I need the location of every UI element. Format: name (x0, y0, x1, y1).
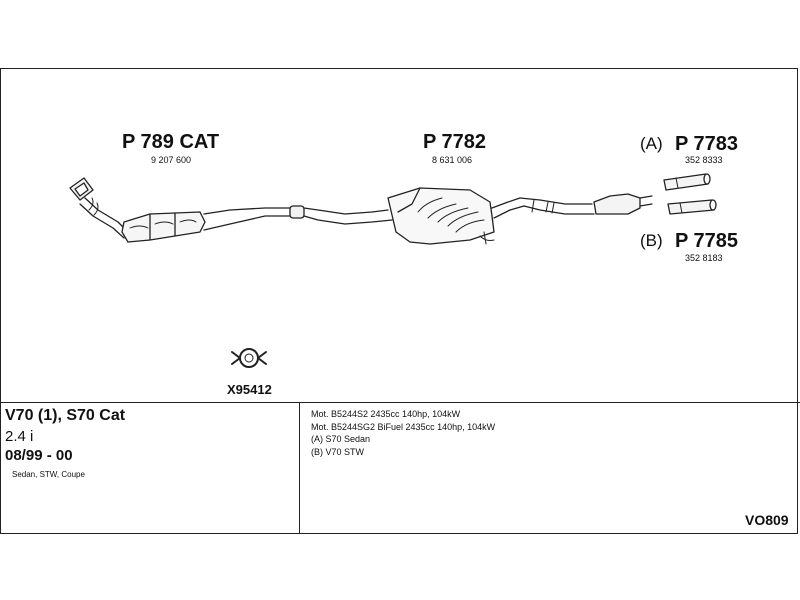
clamp-part-number[interactable]: X95412 (227, 382, 272, 397)
clamp-icon[interactable] (231, 348, 267, 368)
part-prefix-a: (A) (640, 134, 663, 153)
part-number-middle[interactable]: P 7782 (423, 131, 487, 153)
vehicle-engine: 2.4 i (5, 428, 34, 445)
part-number-rear-a[interactable]: P 7783 (675, 133, 739, 155)
info-column-divider (299, 402, 300, 534)
spec-line: Mot. B5244S2 2435cc 140hp, 104kW (311, 409, 461, 419)
vehicle-body-types: Sedan, STW, Coupe (12, 470, 85, 479)
spec-line: (A) S70 Sedan (311, 434, 371, 444)
rear-silencer-icon[interactable] (519, 193, 653, 215)
engine-specs: Mot. B5244S2 2435cc 140hp, 104kW Mot. B5… (311, 408, 495, 458)
part-ref-middle: 8 631 006 (432, 155, 473, 165)
vehicle-years: 08/99 - 00 (5, 447, 73, 464)
front-flange-icon (69, 177, 94, 201)
part-number-rear-b[interactable]: P 7785 (675, 230, 739, 252)
diagram-frame (0, 68, 798, 534)
info-divider (0, 402, 800, 403)
middle-silencer-icon[interactable] (303, 187, 525, 245)
catalytic-converter-icon[interactable] (79, 197, 291, 243)
part-ref-rear-a: 352 8333 (685, 155, 723, 165)
part-ref-rear-b: 352 8183 (685, 253, 723, 263)
tailpipe-b-icon[interactable] (667, 199, 717, 215)
part-number-front[interactable]: P 789 CAT (122, 131, 220, 153)
vehicle-model: V70 (1), S70 Cat (5, 407, 126, 424)
spec-line: (B) V70 STW (311, 446, 365, 457)
pipe-joint-icon (289, 205, 305, 219)
diagram-code: VO809 (745, 512, 789, 528)
part-ref-front: 9 207 600 (151, 155, 192, 165)
part-prefix-b: (B) (640, 231, 663, 250)
exhaust-diagram (69, 173, 717, 368)
tailpipe-a-icon[interactable] (663, 173, 711, 191)
spec-line: Mot. B5244SG2 BiFuel 2435cc 140hp, 104kW (311, 421, 496, 432)
